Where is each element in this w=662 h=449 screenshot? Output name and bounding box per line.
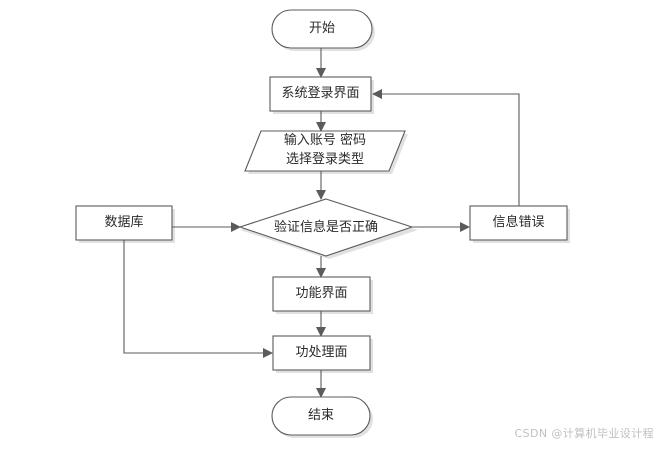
arrowhead-verify-to-function-ui [316,268,326,278]
arrowhead-error-to-login [372,89,382,99]
arrowhead-login-to-input [316,122,326,132]
node-input-credentials[interactable] [244,130,406,172]
edge-error-to-login [382,93,520,206]
watermark-text: CSDN @计算机毕业设计程 [514,427,654,440]
nodes-layer [75,9,568,436]
node-login-ui[interactable] [269,76,372,112]
arrowhead-process-to-end [316,388,326,398]
node-info-error[interactable] [469,205,568,241]
arrowhead-verify-to-error [460,222,470,232]
arrowhead-database-to-process [263,348,273,358]
edges-layer [123,48,520,398]
node-verify[interactable] [238,198,414,257]
node-function-ui[interactable] [272,276,371,312]
node-function-process[interactable] [272,335,371,371]
arrowhead-database-to-verify [231,222,241,232]
arrowhead-function-ui-to-process [316,327,326,337]
arrowhead-start-to-login [316,68,326,78]
node-database[interactable] [75,205,173,241]
arrowhead-input-to-verify [316,190,326,200]
node-start[interactable] [271,9,373,49]
edge-database-to-process [123,240,264,354]
node-end[interactable] [271,396,371,436]
